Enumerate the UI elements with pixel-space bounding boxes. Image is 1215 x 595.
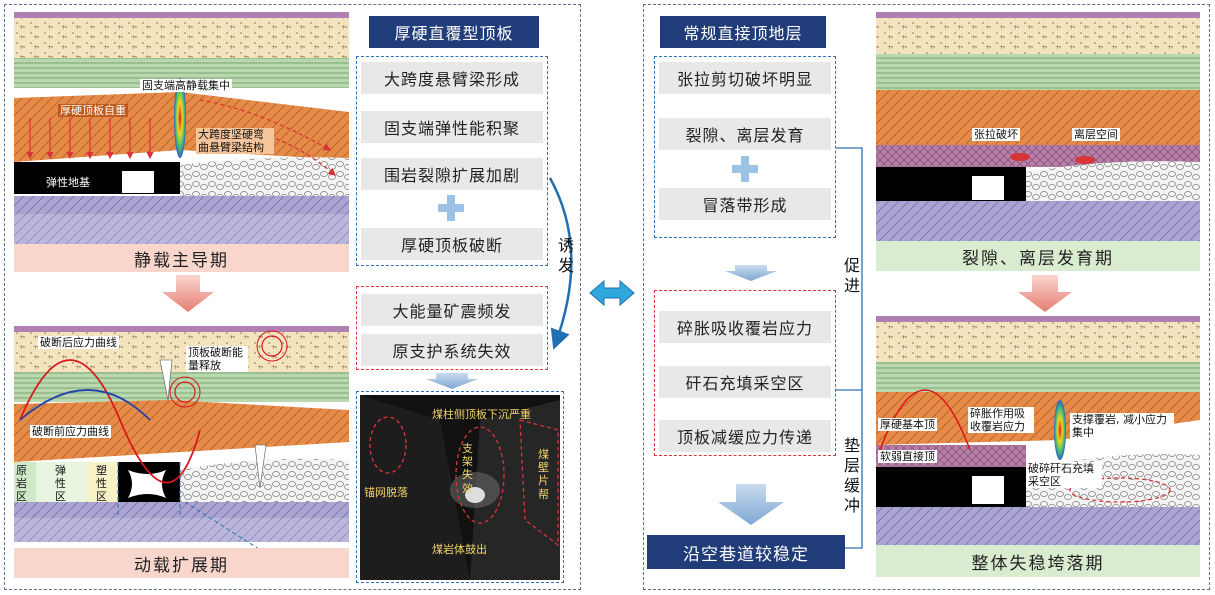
cantilever-label: 大跨度坚硬弯曲悬臂梁结构	[196, 128, 274, 155]
fixed-end-label: 固支端高静载集中	[140, 79, 232, 93]
static-item-1: 大跨度悬臂梁形成	[361, 62, 543, 94]
after-curve-label: 破断后应力曲线	[38, 336, 119, 350]
buffer-mechanism-box	[654, 290, 836, 456]
panel-link-arrow	[589, 279, 635, 307]
buffer-item-2: 矸石充填采空区	[659, 366, 831, 398]
tension-label: 张拉破坏	[972, 128, 1020, 142]
crack-mechanism-box	[654, 56, 836, 238]
collapse-stage-caption: 整体失稳垮落期	[876, 545, 1200, 577]
static-mechanism-box	[356, 56, 548, 266]
static-item-3: 围岩裂隙扩展加剧	[361, 158, 543, 190]
zone-original-label: 原岩区	[16, 464, 27, 504]
crack-to-collapse-arrow	[1018, 275, 1072, 312]
plus-icon-right	[732, 156, 758, 182]
dynamic-stage-figure	[14, 326, 349, 576]
support-reduce-label: 支撑覆岩, 减小应力集中	[1070, 413, 1174, 440]
cushion-label: 垫层缓冲	[843, 436, 860, 515]
static-to-dynamic-arrow	[162, 275, 214, 312]
before-curve-label: 破断前应力曲线	[30, 425, 111, 439]
dynamic-item-1: 大能量矿震频发	[361, 294, 543, 326]
crack-item-2: 裂隙、离层发育	[659, 118, 831, 150]
soft-direct-roof-label: 软弱直接顶	[878, 450, 937, 464]
buffer-item-3: 顶板减缓应力传递	[659, 420, 831, 452]
roof-sink-label: 煤柱侧顶板下沉严重	[432, 408, 531, 421]
separation-label: 离层空间	[1072, 128, 1120, 142]
left-panel-title: 厚硬直覆型顶板	[369, 16, 539, 48]
right-panel-title: 常规直接顶地层	[660, 16, 826, 48]
induce-arrow	[548, 177, 573, 350]
crack-item-1: 张拉剪切破坏明显	[659, 62, 831, 94]
crack-item-3: 冒落带形成	[659, 188, 831, 220]
zone-elastic-label: 弹性区	[55, 464, 66, 504]
zone-plastic-label: 塑性区	[96, 464, 107, 504]
elastic-base-label: 弹性地基	[46, 176, 90, 189]
promote-label: 促进	[843, 256, 860, 295]
buffer-item-1: 碎胀吸收覆岩应力	[659, 311, 831, 343]
rib-spall-label: 煤壁片帮	[538, 448, 549, 501]
fracture-release-label: 顶板破断能量释放	[186, 346, 248, 373]
dynamic-item-2: 原支护系统失效	[361, 334, 543, 366]
bulk-absorb-label: 碎胀作用吸收覆岩应力	[968, 407, 1034, 434]
static-item-4: 厚硬顶板破断	[361, 228, 543, 260]
result-box: 沿空巷道较稳定	[647, 535, 845, 569]
mesh-fall-label: 锚网脱落	[364, 486, 408, 499]
plus-icon	[438, 195, 464, 221]
crack-stage-figure	[876, 12, 1200, 241]
gangue-fill-label: 破碎矸石充填采空区	[1026, 462, 1102, 489]
right-panel	[643, 4, 1210, 590]
static-stage-caption: 静载主导期	[14, 244, 349, 272]
crack-stage-caption: 裂隙、离层发育期	[876, 241, 1200, 271]
photo-frame	[356, 391, 564, 583]
static-item-2: 固支端弹性能积聚	[361, 111, 543, 143]
support-fail-label: 支架失效	[462, 442, 473, 495]
dynamic-stage-caption: 动载扩展期	[14, 548, 349, 578]
hard-main-roof-label: 厚硬基本顶	[878, 418, 937, 432]
dynamic-result-box	[356, 286, 548, 370]
heave-label: 煤岩体鼓出	[432, 543, 487, 556]
roof-weight-label: 厚硬顶板自重	[58, 104, 128, 118]
left-panel	[4, 4, 581, 590]
induce-label: 诱发	[557, 236, 574, 275]
